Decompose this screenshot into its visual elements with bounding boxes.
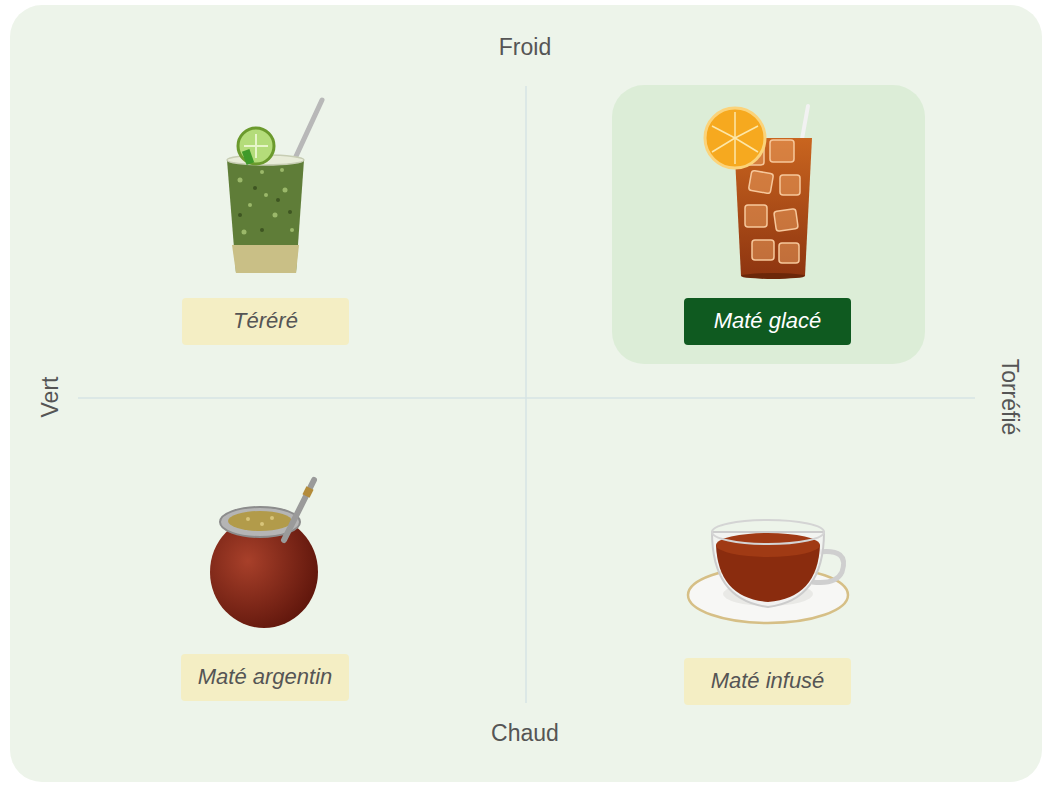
label-text: Maté glacé	[714, 309, 822, 333]
axis-label: Chaud	[491, 722, 559, 745]
label-text: Maté argentin	[198, 665, 333, 689]
highlighted-label: Maté glacé	[684, 298, 851, 345]
axis-label: Vert	[39, 377, 62, 418]
terere-glass	[227, 100, 322, 273]
label-text: Maté infusé	[711, 669, 825, 693]
axis-label: Froid	[499, 36, 551, 59]
background	[10, 5, 1042, 782]
mate-gourd	[210, 480, 318, 628]
highlight-panel	[612, 85, 925, 364]
iced-mate-glass	[705, 106, 812, 279]
quadrant-label: Maté infusé	[684, 658, 851, 705]
teacup	[688, 520, 848, 623]
label-text: Téréré	[233, 309, 298, 333]
quadrant-label: Téréré	[182, 298, 349, 345]
quadrant-label: Maté argentin	[181, 654, 349, 701]
axis-label: Torréfié	[998, 359, 1021, 436]
axis-line	[525, 86, 527, 703]
